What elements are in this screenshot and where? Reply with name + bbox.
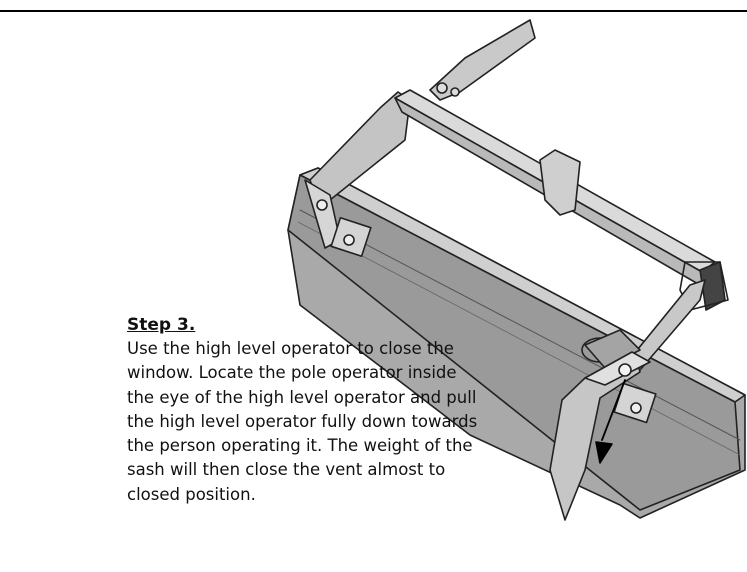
step-heading: Step 3. — [127, 315, 196, 335]
upper-arm — [429, 19, 536, 101]
operator-eye — [618, 363, 632, 377]
pull-arrow-shaft — [601, 379, 626, 441]
high-level-operator — [549, 354, 641, 521]
middle-clip — [539, 149, 581, 216]
pull-arrow-head — [595, 441, 613, 464]
step-block: Step 3. Use the high level operator to c… — [127, 314, 487, 507]
top-rule — [0, 10, 747, 12]
step-body: Use the high level operator to close the… — [127, 339, 478, 504]
left-hinge-arm — [309, 91, 411, 201]
